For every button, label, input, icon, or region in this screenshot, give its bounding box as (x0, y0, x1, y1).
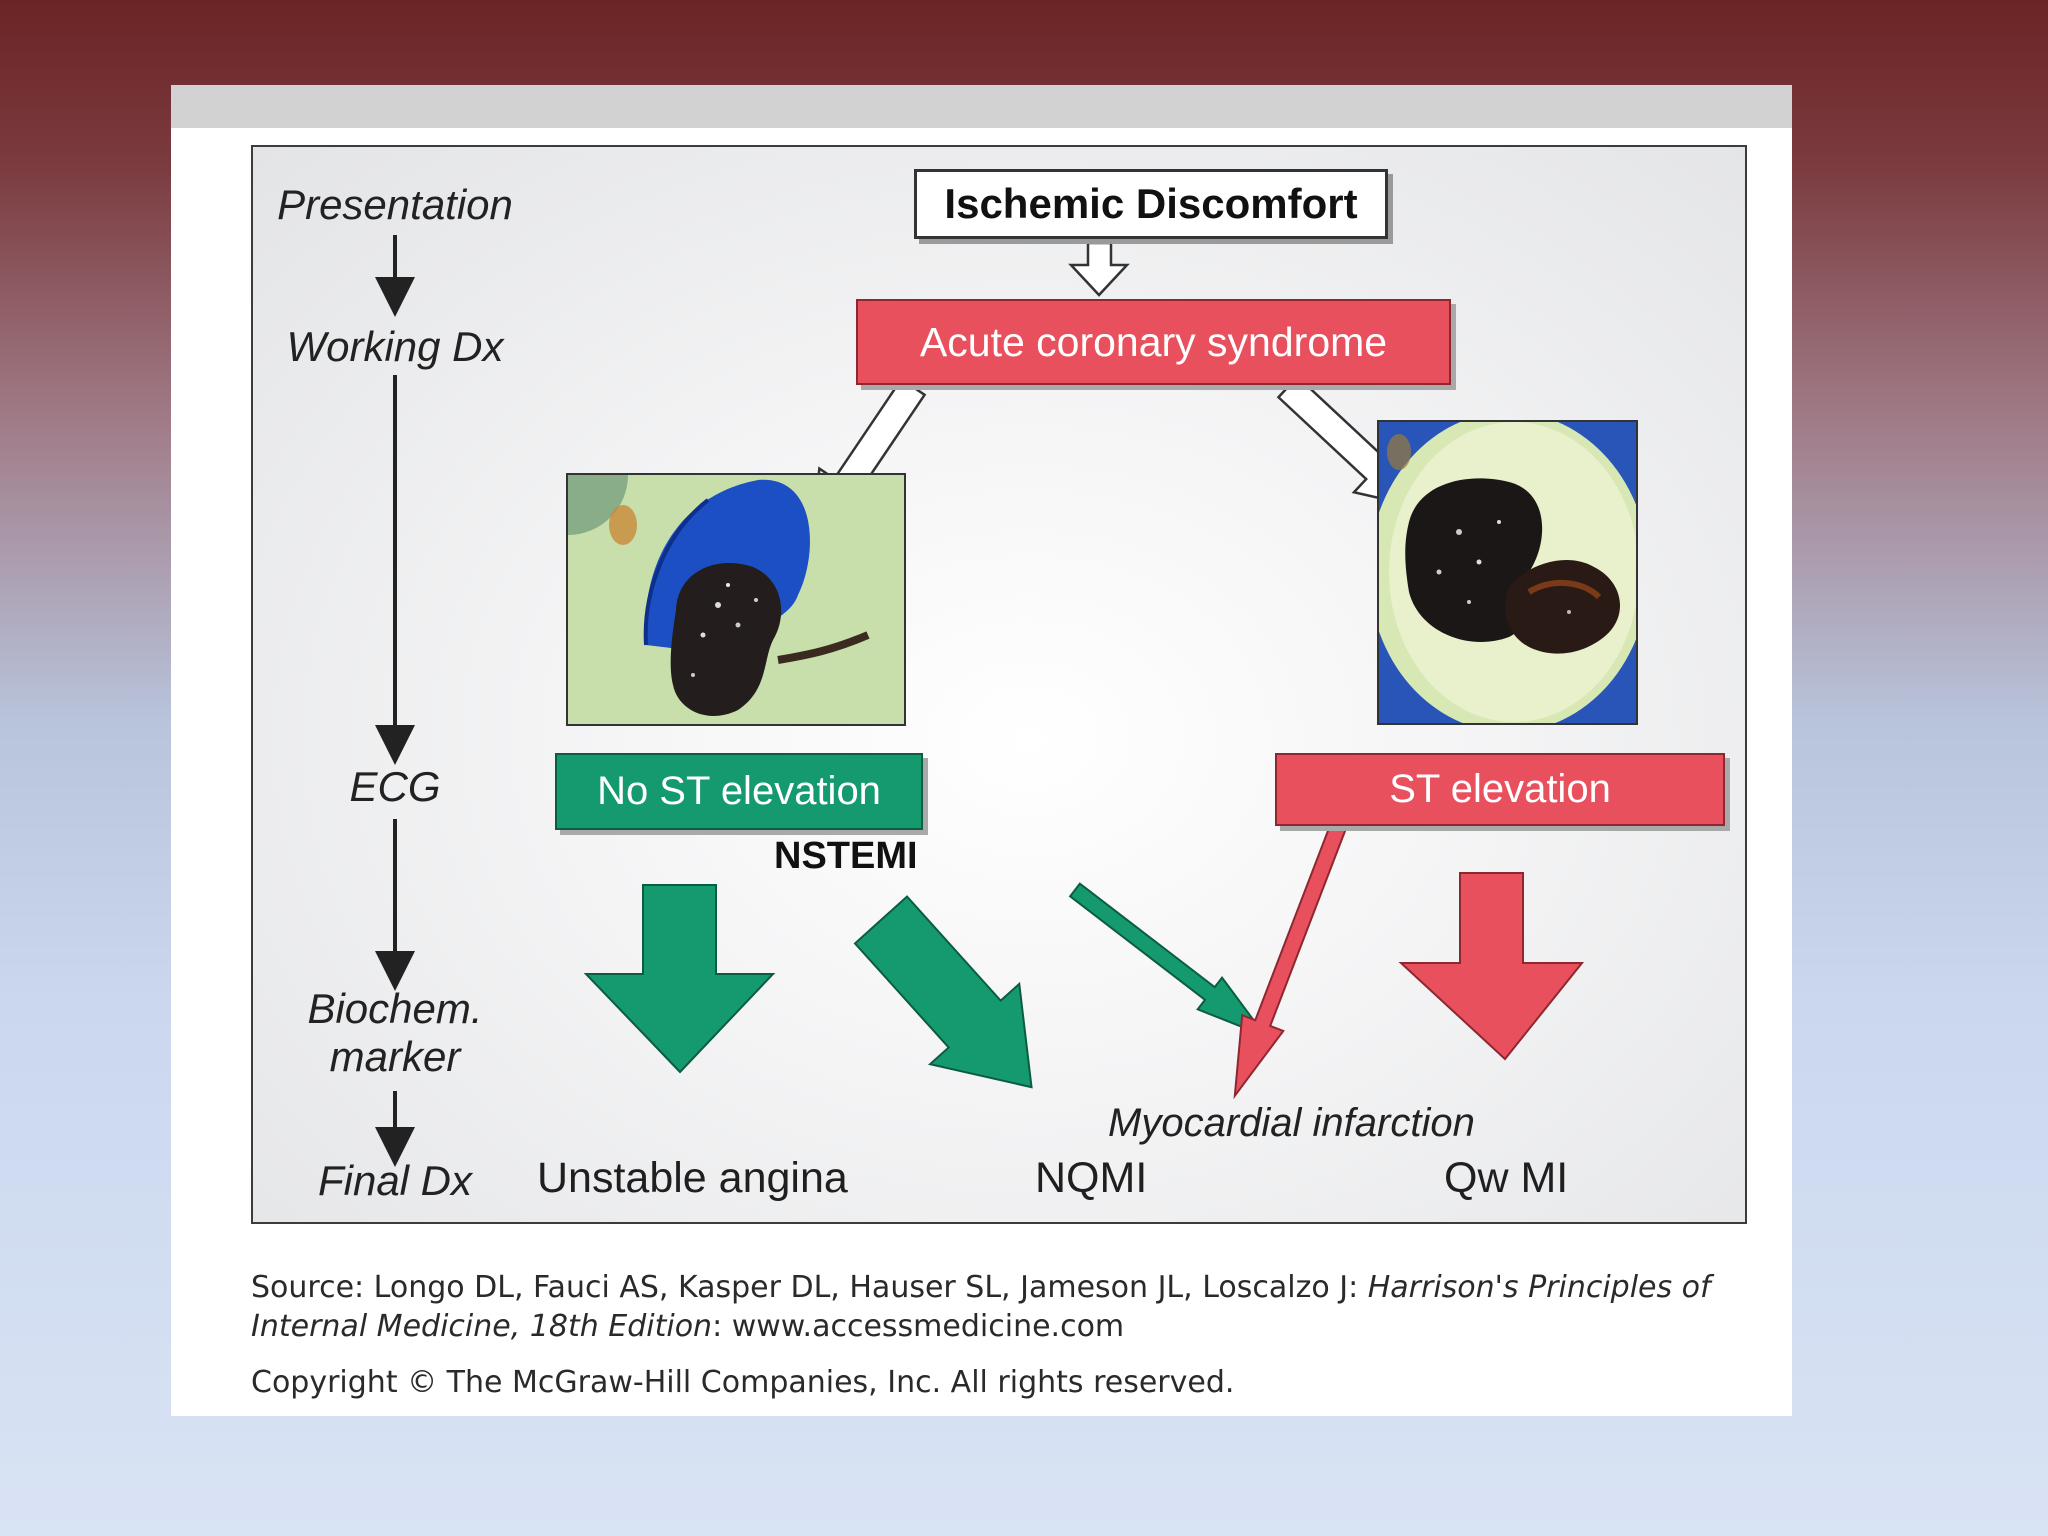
acs-flow-diagram: Presentation Working Dx ECG Biochem. mar… (251, 145, 1747, 1224)
stage-biochem-marker-line2: marker (329, 1033, 461, 1080)
source-prefix: Source: Longo DL, Fauci AS, Kasper DL, H… (251, 1270, 1368, 1305)
source-citation: Source: Longo DL, Fauci AS, Kasper DL, H… (251, 1268, 1751, 1346)
stage-ecg: ECG (349, 763, 441, 810)
coronary-thrombus-photo-stemi (1377, 420, 1638, 725)
final-qw-mi: Qw MI (1444, 1154, 1569, 1202)
figure-card: Presentation Working Dx ECG Biochem. mar… (171, 85, 1792, 1416)
red-thin-arrow-mi (1233, 822, 1347, 1100)
nstemi-label: NSTEMI (774, 835, 918, 877)
acute-coronary-syndrome-box: Acute coronary syndrome (856, 299, 1451, 385)
red-arrow-qw-mi (1398, 872, 1585, 1061)
stage-final-dx: Final Dx (317, 1157, 473, 1204)
green-arrow-nqmi (853, 895, 1033, 1089)
final-nqmi: NQMI (1035, 1154, 1148, 1202)
stage-biochem-marker-line1: Biochem. (307, 985, 483, 1032)
copyright-notice: Copyright © The McGraw-Hill Companies, I… (251, 1365, 1235, 1400)
green-arrow-unstable-angina (583, 884, 776, 1074)
source-suffix: : www.accessmedicine.com (712, 1309, 1125, 1344)
myocardial-infarction-label: Myocardial infarction (1108, 1101, 1475, 1145)
card-top-bar (171, 85, 1792, 128)
stage-presentation: Presentation (277, 181, 513, 228)
coronary-thrombus-photo-nstemi (566, 473, 906, 726)
st-elevation-box: ST elevation (1275, 753, 1725, 826)
stage-working-dx: Working Dx (286, 323, 504, 370)
source-title: Harrison's Principles of Internal Medici… (251, 1270, 1711, 1344)
green-thin-arrow-mi (1068, 882, 1269, 1039)
hollow-arrow-down (1068, 241, 1130, 297)
no-st-elevation-box: No ST elevation (555, 753, 923, 830)
final-unstable-angina: Unstable angina (537, 1154, 848, 1202)
ischemic-discomfort-box: Ischemic Discomfort (914, 169, 1388, 239)
